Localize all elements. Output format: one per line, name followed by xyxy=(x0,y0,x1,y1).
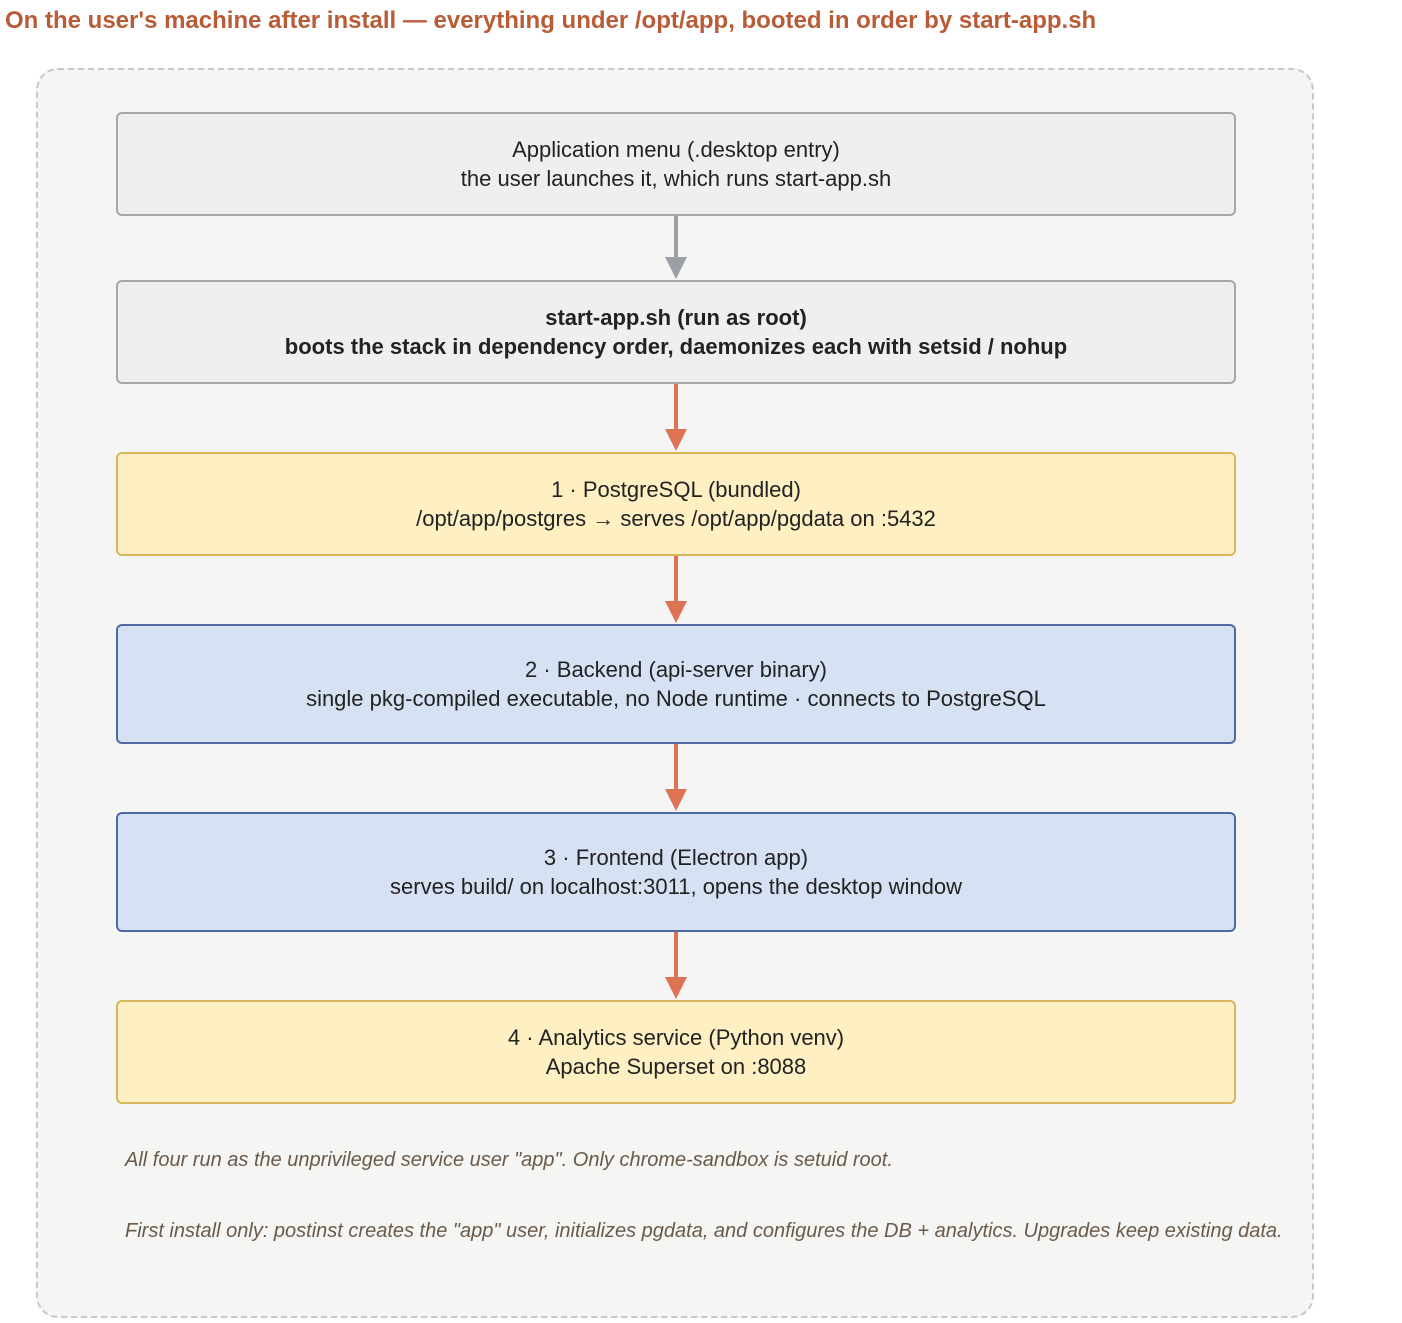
postgresql-desc: /opt/app/postgres → serves /opt/app/pgda… xyxy=(416,506,936,531)
analytics-title: 4 · Analytics service (Python venv) xyxy=(507,1025,845,1050)
postgresql-box: 1 · PostgreSQL (bundled) /opt/app/postgr… xyxy=(116,452,1236,556)
desktop-entry-box: Application menu (.desktop entry) the us… xyxy=(116,112,1236,216)
postgresql-title: 1 · PostgreSQL (bundled) xyxy=(551,477,801,502)
arrow-postgres-to-backend xyxy=(665,556,687,623)
arrow-menu-to-script xyxy=(665,216,687,279)
analytics-desc: Apache Superset on :8088 xyxy=(545,1054,807,1079)
frontend-desc: serves build/ on localhost:3011, opens t… xyxy=(390,874,962,899)
start-script-box: start-app.sh (run as root) boots the sta… xyxy=(116,280,1236,384)
arrow-script-to-postgres xyxy=(665,384,687,451)
analytics-box: 4 · Analytics service (Python venv) Apac… xyxy=(116,1000,1236,1104)
first-install-note: First install only: postinst creates the… xyxy=(125,1220,1283,1242)
arrow-frontend-to-analytics xyxy=(665,932,687,999)
backend-title: 2 · Backend (api-server binary) xyxy=(524,657,827,682)
backend-desc: single pkg-compiled executable, no Node … xyxy=(306,686,1046,711)
start-script-desc: boots the stack in dependency order, dae… xyxy=(284,334,1068,359)
diagram-title: On the user's machine after install — ev… xyxy=(5,7,1097,34)
arrow-backend-to-frontend xyxy=(665,744,687,811)
frontend-title: 3 · Frontend (Electron app) xyxy=(543,845,809,870)
desktop-entry-desc: the user launches it, which runs start-a… xyxy=(460,166,892,191)
desktop-entry-title: Application menu (.desktop entry) xyxy=(512,137,840,162)
start-script-title: start-app.sh (run as root) xyxy=(545,305,807,330)
backend-box: 2 · Backend (api-server binary) single p… xyxy=(116,624,1236,744)
service-user-note: All four run as the unprivileged service… xyxy=(125,1149,893,1171)
frontend-box: 3 · Frontend (Electron app) serves build… xyxy=(116,812,1236,932)
